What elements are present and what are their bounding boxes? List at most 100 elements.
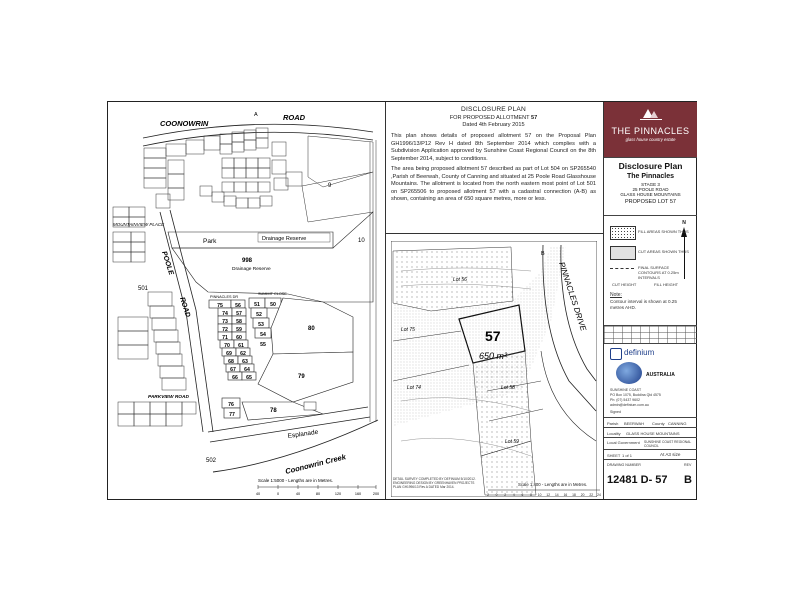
brand-banner: THE PINNACLES glass house country estate	[604, 102, 697, 158]
address: 25 POOLE ROAD	[632, 187, 669, 192]
scale-tick: 160	[355, 492, 361, 496]
notes-paragraph-1: This plan shows details of proposed allo…	[391, 132, 596, 162]
lot-501-label: 501	[138, 286, 149, 292]
lot-502-label: 502	[206, 458, 217, 464]
lot-58: 58	[236, 319, 242, 325]
coonowrin-road-label: COONOWRIN	[160, 119, 209, 128]
lot-66: 66	[232, 375, 238, 381]
drawing-row: DRAWING NUMBER REV 12481 D- 57 B	[604, 460, 697, 499]
subheading-allotment: 57	[531, 114, 538, 121]
legend-cut: CUT AREAS SHOWN THUS	[638, 249, 689, 254]
brand-name: THE PINNACLES	[611, 126, 690, 136]
notes-paragraph-2: The area being proposed allotment 57 des…	[391, 166, 596, 203]
locality-label: Locality	[607, 431, 621, 436]
parish-value: BEERWAH	[624, 421, 645, 426]
lga-row: Local Government SUNSHINE COAST REGIONAL…	[604, 438, 697, 450]
detail-lot-area: 650 m²	[479, 351, 508, 361]
title-section: Disclosure Plan The Pinnacles STAGE 3 25…	[604, 158, 697, 216]
lot-10-label: 10	[358, 238, 365, 244]
detail-tick: 16	[564, 493, 568, 497]
horizontal-divider	[385, 233, 603, 234]
parkview-road-label: PARKVIEW ROAD	[148, 394, 189, 400]
scale-tick: 40	[256, 492, 260, 496]
lot-75: 75	[217, 303, 223, 309]
point-a-label: A	[254, 112, 258, 118]
drainage-reserve-998-label: Drainage Reserve	[232, 266, 271, 272]
lot-63: 63	[242, 359, 248, 365]
detail-scale-text: Scale 1:400 - Lengths are in Metres.	[518, 482, 588, 487]
firm-line-1: SUNSHINE COAST	[610, 388, 642, 392]
road-label: ROAD	[283, 113, 306, 122]
company-name: definium	[624, 348, 655, 357]
globe-icon	[616, 362, 642, 384]
lot-78-label: 78	[270, 408, 277, 414]
left-scale-text: Scale 1:5000 - Lengths are in Metres.	[258, 478, 333, 483]
lot-53: 53	[258, 322, 264, 328]
lot-72: 72	[222, 327, 228, 333]
sheet-value: 1 of 1	[622, 453, 633, 458]
scale-tick: 200	[373, 492, 379, 496]
detail-scale-bar: 2 0 2 4 6 8 10 12 14 16 18 20 22 24	[487, 489, 601, 497]
lot-65: 65	[246, 375, 252, 381]
detail-tick: 8	[530, 493, 532, 497]
contour-line	[610, 268, 634, 269]
lot-9-label: 9	[328, 183, 332, 189]
detail-point-b: B	[541, 251, 545, 257]
poole-road-label: POOLE	[160, 250, 174, 276]
notes-heading: DISCLOSURE PLAN	[461, 106, 526, 113]
estate-name: The Pinnacles	[626, 173, 675, 180]
detail-lot-number: 57	[485, 328, 501, 344]
note-title: Note:	[610, 292, 622, 298]
lot-71: 71	[222, 335, 228, 341]
drawing-label: DRAWING NUMBER	[607, 463, 641, 467]
scale-tick: 0	[277, 492, 279, 496]
company-mark-icon	[610, 348, 622, 360]
locality-row: Locality GLASS HOUSE MOUNTAINS	[604, 428, 697, 438]
lot-70: 70	[224, 343, 230, 349]
rev-label: REV	[684, 463, 692, 467]
notes-dated: Dated 4th February 2015	[462, 122, 525, 129]
detail-lot-75: Lot 75	[401, 327, 415, 333]
lot-68: 68	[228, 359, 234, 365]
lot-73: 73	[222, 319, 228, 325]
size-label: At A3 size	[660, 452, 681, 457]
lot-69: 69	[226, 351, 232, 357]
detail-tick: 0	[496, 493, 498, 497]
brand-tagline: glass house country estate	[625, 137, 676, 142]
lot-61: 61	[238, 343, 244, 349]
detail-road-label: PINNACLES DRIVE	[557, 261, 588, 333]
north-label: N	[682, 220, 686, 226]
subheading-text: FOR PROPOSED ALLOTMENT	[449, 114, 530, 121]
detail-survey-note: DETAIL SURVEY COMPLETED BY DEFINIUM 5/10…	[393, 477, 476, 489]
site-map: COONOWRIN ROAD A	[112, 112, 379, 496]
parish-row: Parish BEERWAH County CANNING	[604, 418, 697, 428]
lga-label: Local Government	[607, 440, 640, 445]
vertical-divider	[385, 102, 386, 499]
revision-table	[604, 326, 697, 344]
esplanade-label: Esplanade	[287, 429, 319, 440]
lot-55: 55	[260, 342, 266, 348]
proposed-lot: PROPOSED LOT 57	[625, 199, 676, 205]
firm-line-3: Ph: (07) 5437 9602	[610, 398, 640, 402]
lot-79-label: 79	[298, 374, 305, 380]
detail-lot-74: Lot 74	[407, 385, 421, 391]
disclosure-notes: DISCLOSURE PLAN FOR PROPOSED ALLOTMENT 5…	[391, 106, 596, 204]
lot-74: 74	[222, 311, 228, 317]
pinnacles-dr-label: PINNACLES DR	[210, 295, 238, 299]
locality-value: GLASS HOUSE MOUNTAINS	[626, 431, 680, 436]
county-value: CANNING	[668, 421, 687, 426]
detail-lot-58: Lot 58	[501, 385, 515, 391]
suburb: GLASS HOUSE MOUNTAINS	[620, 192, 681, 197]
coonowrin-creek-label: Coonowrin Creek	[284, 452, 347, 476]
sheet-label: SHEET	[607, 453, 621, 458]
company-country: AUSTRALIA	[646, 372, 675, 378]
detail-tick: 14	[555, 493, 559, 497]
parish-label: Parish	[607, 421, 619, 426]
detail-tick: 22	[589, 493, 593, 497]
scale-tick: 80	[316, 492, 320, 496]
detail-lot-56: Lot 56	[453, 277, 467, 283]
detail-tick: 10	[538, 493, 542, 497]
note-text: Contour interval is shown at 0.25 metres…	[610, 299, 677, 310]
plan-sheet: COONOWRIN ROAD A	[107, 101, 697, 500]
detail-tick: 2	[504, 493, 506, 497]
